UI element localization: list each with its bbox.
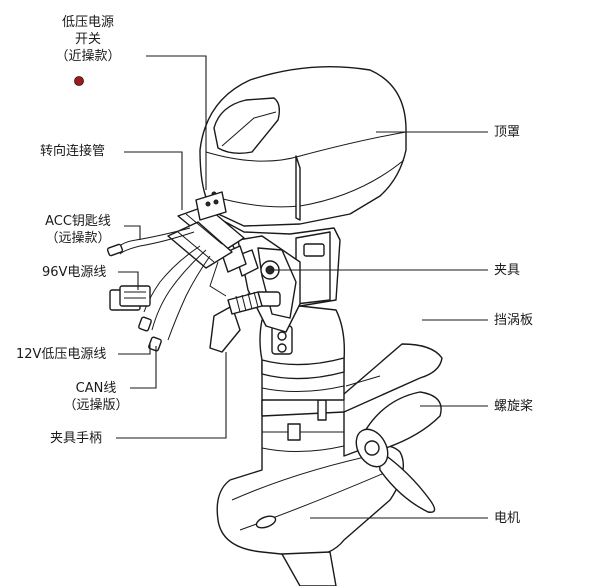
label-clamp-handle: 夹具手柄 bbox=[50, 431, 103, 446]
label-top-cover: 顶罩 bbox=[494, 125, 521, 140]
cables-drawing bbox=[106, 227, 227, 352]
switch-dot bbox=[74, 76, 84, 86]
label-acc-key-line: ACC钥匙线 （远操款） bbox=[30, 213, 126, 247]
clamp-handle-drawing bbox=[209, 291, 263, 353]
leader-96v bbox=[118, 271, 139, 290]
leader-clamp-handle bbox=[116, 352, 227, 439]
steering-tube-drawing bbox=[167, 191, 245, 269]
label-low-voltage-switch-line1: 低压电源 bbox=[61, 15, 114, 30]
leader-steering-tube bbox=[124, 151, 183, 210]
label-motor: 电机 bbox=[494, 511, 521, 526]
leader-acc bbox=[124, 225, 141, 240]
label-96v-power-line: 96V电源线 bbox=[42, 265, 107, 280]
label-acc-line2: （远操款） bbox=[45, 231, 111, 246]
top-cover-drawing bbox=[199, 65, 407, 227]
label-acc-line1: ACC钥匙线 bbox=[45, 214, 111, 229]
label-low-voltage-switch-line2: 开关 bbox=[74, 32, 101, 47]
label-can-line1: CAN线 bbox=[75, 381, 117, 396]
label-low-voltage-switch-line3: （近操款） bbox=[55, 49, 121, 64]
leader-12v bbox=[118, 344, 151, 355]
label-low-voltage-switch: 低压电源 开关 （近操款） bbox=[38, 14, 138, 65]
label-clamp: 夹具 bbox=[494, 263, 521, 278]
leader-switch bbox=[146, 55, 207, 190]
label-can-line2: （远操版） bbox=[63, 398, 129, 413]
leader-lines bbox=[116, 55, 488, 519]
label-steering-tube: 转向连接管 bbox=[40, 144, 106, 159]
label-propeller: 螺旋桨 bbox=[494, 399, 534, 414]
leader-can bbox=[130, 346, 157, 389]
clamp-drawing bbox=[221, 235, 301, 333]
label-anti-ventilation-plate: 挡涡板 bbox=[494, 313, 534, 328]
label-12v-low-power-line: 12V低压电源线 bbox=[16, 347, 107, 362]
label-can-line: CAN线 （远操版） bbox=[58, 380, 134, 414]
